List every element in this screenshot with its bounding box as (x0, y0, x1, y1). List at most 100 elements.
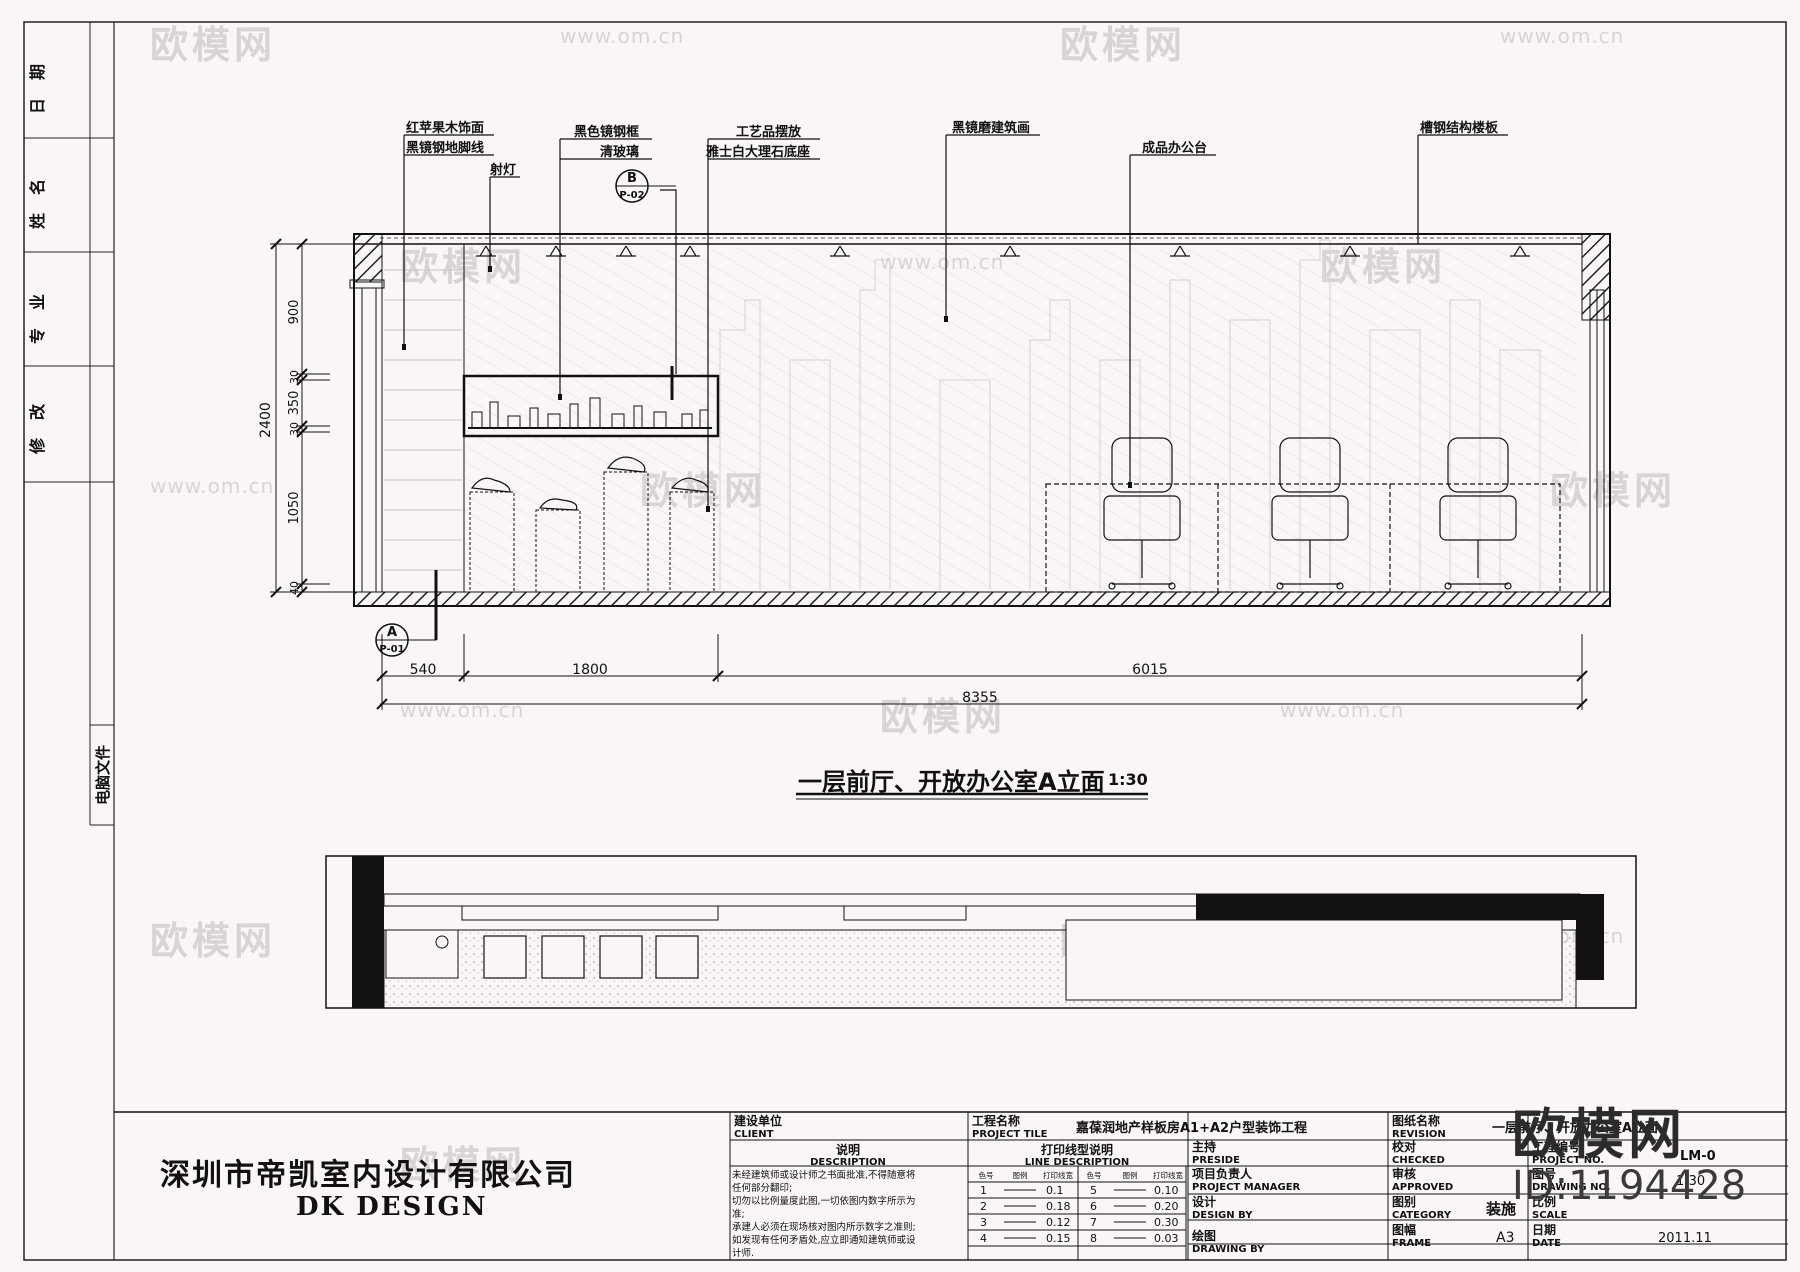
callout-spotlight: 射灯 (489, 162, 516, 178)
line-header-width-2: 打印线宽 (1153, 1170, 1183, 1180)
dim-6015: 6015 (1132, 662, 1168, 678)
line-row-2-width2: 0.20 (1154, 1200, 1179, 1213)
line-desc-cn: 打印线型说明 (1041, 1142, 1113, 1157)
approved-cn: 审核 (1392, 1166, 1416, 1181)
callout-steel-floor-slab: 槽钢结构楼板 (1420, 120, 1499, 136)
callout-black-mirror-painting: 黑镜磨建筑画 (952, 120, 1030, 136)
drawing-no-cn: 图号 (1532, 1166, 1556, 1181)
revision-cn: 图纸名称 (1392, 1113, 1440, 1128)
frame-en: FRAME (1392, 1238, 1431, 1249)
project-no-en: PROJECT NO. (1532, 1155, 1604, 1166)
line-row-2-color2: 6 (1090, 1200, 1097, 1213)
watermark-brand-name: 欧模网 (1512, 1103, 1686, 1166)
side-name-label: 姓名 (28, 161, 47, 229)
design-en: DESIGN BY (1192, 1210, 1253, 1221)
dim-total-height: 2400 (258, 402, 274, 438)
line-header-color-1: 色号 (979, 1170, 994, 1180)
line-header-color-2: 色号 (1087, 1170, 1102, 1180)
checked-en: CHECKED (1392, 1155, 1445, 1166)
company-name-en: DK DESIGN (296, 1192, 488, 1222)
dim-540: 540 (410, 662, 437, 678)
approved-en: APPROVED (1392, 1182, 1453, 1193)
category-en: CATEGORY (1392, 1210, 1452, 1221)
title-block-text: 建设单位 CLIENT 说明 DESCRIPTION 未经建筑师或设计师之书面批… (732, 1113, 1716, 1259)
design-cn: 设计 (1192, 1194, 1216, 1209)
callout-black-steel-skirting: 黑镜钢地脚线 (406, 140, 484, 156)
category-cn: 图别 (1392, 1195, 1416, 1209)
note-line-5: 承建人必须在现场核对图内所示数字之准则; (732, 1221, 916, 1233)
revision-value: 一层前厅、开放办公室A立面 (1492, 1120, 1658, 1136)
callout-marble-base: 雅士白大理石底座 (706, 144, 810, 160)
revision-panel: 日期 姓名 专业 修改 电脑文件 (23, 22, 114, 826)
note-line-1: 未经建筑师或设计师之书面批准,不得随意将 (732, 1169, 916, 1181)
pm-cn: 项目负责人 (1192, 1166, 1253, 1181)
client-en: CLIENT (734, 1129, 774, 1140)
line-row-2-color: 2 (980, 1200, 987, 1213)
revision-en: REVISION (1392, 1129, 1446, 1140)
callout-clear-glass: 清玻璃 (600, 144, 639, 160)
side-date-label: 日期 (28, 46, 47, 114)
category-value: 装施 (1485, 1200, 1516, 1218)
project-name: 嘉葆润地产样板房A1+A2户型装饰工程 (1075, 1120, 1307, 1136)
section-a-sheet: P-01 (379, 644, 404, 655)
company-name-cn: 深圳市帝凯室内设计有限公司 (160, 1158, 576, 1193)
client-cn: 建设单位 (733, 1113, 782, 1128)
drawing-no-en: DRAWING NO. (1532, 1182, 1611, 1193)
line-header-legend-2: 图例 (1123, 1170, 1138, 1180)
drawing-by-cn: 绘图 (1192, 1228, 1216, 1243)
watermark-brand: 欧模网 ID:1194428 (1512, 1090, 1746, 1209)
note-line-6: 如发现有任何矛盾处,应立即通知建筑师或设 (732, 1234, 916, 1246)
note-line-7: 计师. (732, 1247, 754, 1259)
dim-1050: 1050 (287, 491, 302, 524)
scale-en: SCALE (1532, 1210, 1568, 1221)
project-no-cn: 工程编号 (1532, 1139, 1580, 1154)
frame-value: A3 (1496, 1230, 1514, 1246)
dim-30a: 30 (288, 370, 301, 384)
date-cn: 日期 (1532, 1222, 1556, 1237)
date-value: 2011.11 (1658, 1231, 1712, 1246)
line-row-3-color: 3 (980, 1216, 987, 1229)
frame-cn: 图幅 (1392, 1222, 1416, 1237)
preside-en: PRESIDE (1192, 1155, 1240, 1166)
drawing-scale: 1:30 (1108, 770, 1148, 789)
elevation-view: 红苹果木饰面 黑镜钢地脚线 射灯 黑色镜钢框 清玻璃 工艺品摆放 雅士白大理石底… (258, 120, 1611, 710)
line-row-3-width2: 0.30 (1154, 1216, 1179, 1229)
line-row-1-color: 1 (980, 1184, 987, 1197)
checked-cn: 校对 (1392, 1139, 1416, 1154)
line-header-legend-1: 图例 (1013, 1170, 1028, 1180)
note-line-3: 切勿以比例量度此图,一切依图内数字所示为 (732, 1195, 916, 1207)
section-a-letter: A (387, 625, 397, 640)
dim-1800: 1800 (572, 662, 608, 678)
drawing-no-value: LM-0 (1680, 1149, 1716, 1164)
callout-red-apple-wood: 红苹果木饰面 (406, 120, 484, 136)
description-en: DESCRIPTION (810, 1157, 886, 1168)
pm-en: PROJECT MANAGER (1192, 1182, 1301, 1193)
line-row-1-width: 0.1 (1046, 1184, 1064, 1197)
plan-view (325, 855, 1637, 1009)
description-cn: 说明 (836, 1142, 860, 1157)
project-en: PROJECT TILE (972, 1129, 1048, 1140)
drawing-by-en: DRAWING BY (1192, 1244, 1265, 1255)
note-line-2: 任何部分翻印; (732, 1182, 792, 1194)
section-b-sheet: P-02 (619, 190, 644, 201)
line-row-2-width: 0.18 (1046, 1200, 1071, 1213)
line-row-4-width2: 0.03 (1154, 1232, 1179, 1245)
line-row-4-width: 0.15 (1046, 1232, 1071, 1245)
sheet-border (23, 21, 1787, 1261)
line-row-1-color2: 5 (1090, 1184, 1097, 1197)
callout-craft-display: 工艺品摆放 (736, 124, 802, 140)
date-en: DATE (1532, 1238, 1561, 1249)
title-block (114, 1111, 1788, 1260)
line-row-3-color2: 7 (1090, 1216, 1097, 1229)
side-revision-label: 修改 (28, 386, 47, 455)
line-header-width-1: 打印线宽 (1043, 1170, 1073, 1180)
scale-value: 1:30 (1676, 1174, 1705, 1189)
line-row-3-width: 0.12 (1046, 1216, 1071, 1229)
project-cn: 工程名称 (972, 1113, 1020, 1128)
side-specialty-label: 专业 (28, 276, 47, 344)
dim-40: 40 (288, 581, 301, 595)
dim-total-width: 8355 (962, 690, 998, 706)
dim-350: 350 (287, 391, 302, 416)
line-desc-en: LINE DESCRIPTION (1025, 1157, 1130, 1168)
